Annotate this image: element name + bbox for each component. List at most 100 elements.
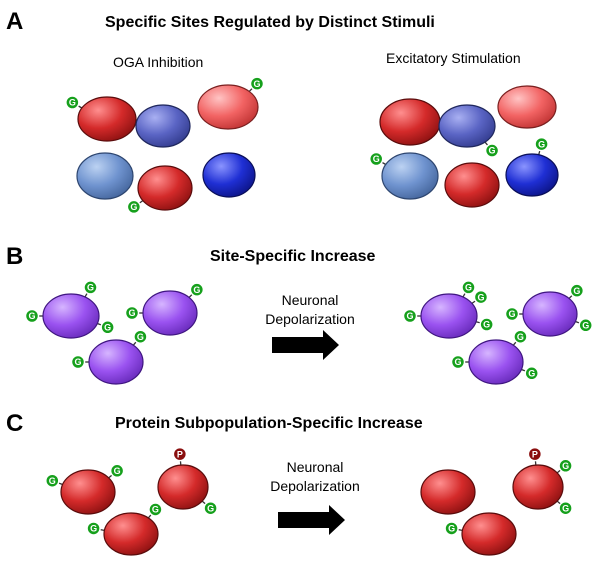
svg-text:G: G [465,283,472,293]
glycosylation-badge: G [513,329,528,344]
svg-text:G: G [193,285,200,295]
glycosylation-badge: G [86,521,101,536]
svg-text:G: G [137,332,144,342]
svg-text:G: G [573,286,580,296]
glycosylation-badge: G [558,458,573,474]
svg-text:G: G [489,146,496,156]
a-left-red-protein-2: G [126,165,193,215]
svg-text:G: G [152,505,159,515]
glycosylation-badge: G [402,308,418,324]
protein-body [202,152,256,198]
a-right-blue-protein: G [505,136,559,197]
svg-text:G: G [528,368,535,378]
protein-body [444,162,500,208]
phosphorylation-badge: P [172,446,188,462]
a-right-slate-protein: G [438,104,500,158]
b-right-purple-protein-3: GGG [450,329,539,385]
glycosylation-badge: G [189,282,205,297]
panel-b-arrow-label-line1: Neuronal [281,292,339,308]
a-left-red-protein: G [65,95,137,142]
panel-b-arrow [272,330,339,360]
svg-text:G: G [538,139,545,149]
panel-c-arrow-label-line1: Neuronal [286,459,344,475]
protein-body [420,293,478,339]
glycosylation-badge: G [569,283,585,298]
panel-a-right-label: Excitatory Stimulation [386,50,521,66]
c-left-red-protein-2: PG [157,446,218,516]
svg-text:G: G [582,320,589,330]
panel-c-arrow-label: Neuronal Depolarization [260,458,370,496]
svg-text:G: G [448,524,455,534]
a-right-red-protein [379,98,441,146]
a-right-lightblue-protein: G [368,151,439,200]
protein-body [197,84,259,130]
panel-a-title: Specific Sites Regulated by Distinct Sti… [105,14,435,31]
svg-text:G: G [114,466,121,476]
glycosylation-badge: G [65,95,80,110]
svg-text:G: G [207,503,214,513]
panel-c-title: Protein Subpopulation-Specific Increase [115,415,423,432]
protein-body [42,293,100,339]
svg-text:G: G [104,322,111,332]
protein-body [135,104,191,148]
a-left-blue-protein [202,152,256,198]
glycosylation-badge: G [479,317,494,332]
glycosylation-badge: G [109,463,125,479]
glycosylation-badge: G [70,354,86,370]
svg-text:G: G [87,283,94,293]
c-right-red-protein-3: G [444,512,517,556]
c-left-red-protein: GG [45,463,125,515]
glycosylation-badge: G [444,521,459,536]
svg-text:G: G [477,292,484,302]
glycosylation-badge: G [558,500,573,516]
svg-text:G: G [483,320,490,330]
glycosylation-badge: G [83,280,98,295]
protein-body [468,339,524,385]
b-left-purple-protein: GGG [24,280,115,339]
glycosylation-badge: G [100,320,115,335]
glycosylation-badge: G [524,366,539,381]
glycosylation-badge: G [45,473,60,488]
protein-body [497,85,557,129]
svg-text:G: G [406,311,413,321]
a-left-lightred-protein: G [197,76,265,130]
panel-b-letter: B [6,243,24,270]
a-right-red-protein-2 [444,162,500,208]
protein-body [60,469,116,515]
svg-text:G: G [373,154,380,164]
panel-b-arrow-label-line2: Depolarization [265,311,355,327]
b-left-purple-protein-2: GG [124,282,205,336]
protein-body [76,152,134,200]
glycosylation-badge: G [133,329,148,344]
svg-text:G: G [562,461,569,471]
svg-text:G: G [253,79,260,89]
protein-body [381,152,439,200]
b-left-purple-protein-3: GG [70,329,148,385]
glycosylation-badge: G [124,305,140,321]
panel-b-arrow-label: Neuronal Depolarization [255,291,365,329]
glycosylation-badge: G [504,306,520,322]
protein-body [88,339,144,385]
svg-text:G: G [74,357,81,367]
c-left-red-protein-3: GG [86,502,163,556]
svg-text:G: G [128,308,135,318]
svg-text:G: G [562,503,569,513]
protein-body [103,512,159,556]
glycosylation-badge: G [484,143,500,158]
glycosylation-badge: G [368,151,384,167]
b-right-purple-protein-2: G G G [504,283,593,337]
protein-body [420,469,476,515]
svg-text:G: G [508,309,515,319]
panel-a-letter: A [6,8,24,35]
panel-a-left-label: OGA Inhibition [113,54,204,70]
c-right-red-protein [420,469,476,515]
protein-body [461,512,517,556]
protein-body [142,290,198,336]
protein-body [157,464,209,510]
c-right-red-protein-2: PGG [512,446,573,516]
svg-text:P: P [177,449,183,459]
panel-c-arrow-label-line2: Depolarization [270,478,360,494]
glycosylation-badge: G [148,502,163,517]
